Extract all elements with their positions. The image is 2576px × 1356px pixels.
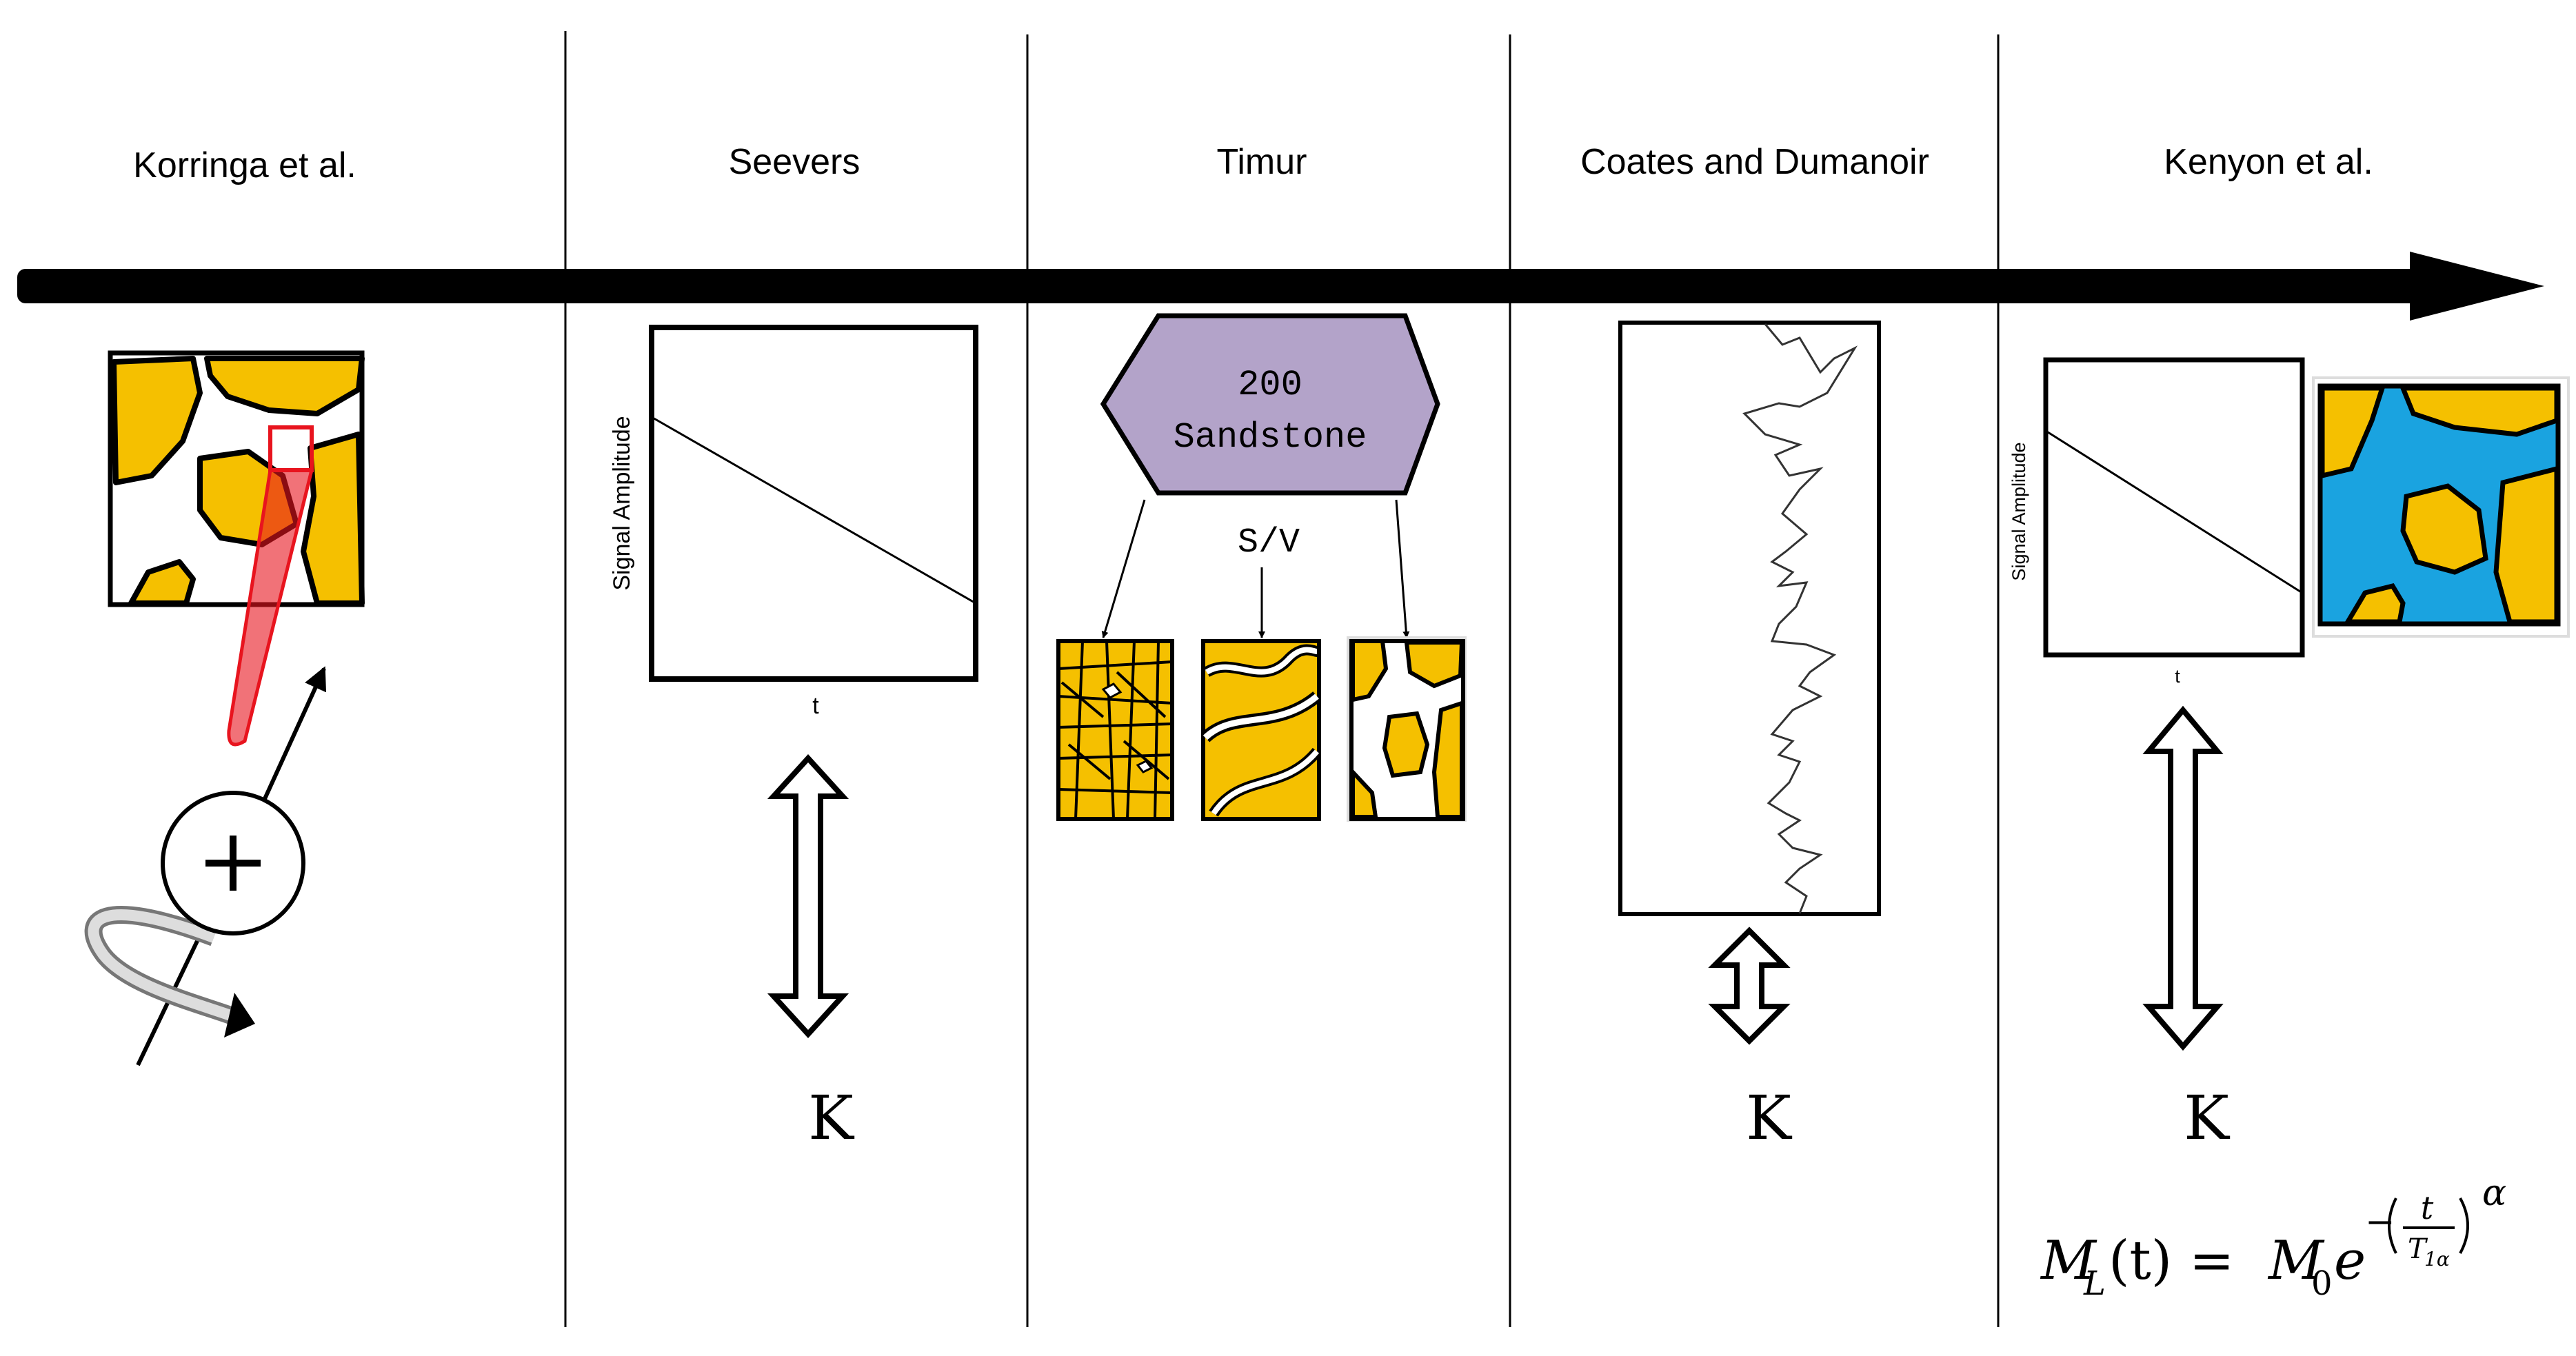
short-double-arrow-icon bbox=[1708, 927, 1791, 1045]
era-title-timur: Timur bbox=[1216, 142, 1307, 182]
eq-lhs-sub: L bbox=[2083, 1264, 2106, 1303]
nmr-log-track bbox=[1618, 321, 1881, 916]
hexagon-line-2: Sandstone bbox=[1174, 417, 1367, 458]
proton-spin-icon bbox=[84, 666, 327, 1066]
seevers-decay-plot: Signal Amplitude t bbox=[609, 325, 978, 719]
eq-power: α bbox=[2482, 1173, 2506, 1214]
arrow-left bbox=[1101, 499, 1146, 638]
kenyon-decay-plot: Signal Amplitude t bbox=[2009, 357, 2305, 687]
x-axis-label: t bbox=[812, 693, 819, 719]
coates-panel bbox=[1618, 321, 1881, 1045]
coarse-grain-sample bbox=[1347, 636, 1467, 822]
korringa-panel bbox=[84, 350, 365, 1066]
timeline-arrow bbox=[17, 252, 2544, 321]
era-title-kenyon: Kenyon et al. bbox=[2164, 142, 2373, 182]
magnification-beam bbox=[227, 468, 314, 747]
double-arrow-icon bbox=[2142, 705, 2224, 1051]
era-title-korringa: Korringa et al. bbox=[133, 145, 356, 185]
medium-grain-sample bbox=[1200, 639, 1322, 821]
eq-rhs-m: M bbox=[2267, 1230, 2325, 1292]
seevers-panel: Signal Amplitude t bbox=[609, 325, 978, 1038]
eq-frac-den: T bbox=[2408, 1233, 2428, 1265]
eq-frac-den-sub: 1α bbox=[2424, 1248, 2450, 1271]
era-title-seevers: Seevers bbox=[728, 142, 861, 182]
eq-lhs-arg: (t) = bbox=[2109, 1230, 2234, 1292]
era-separators bbox=[564, 31, 2000, 1327]
y-axis-label: Signal Amplitude bbox=[2009, 442, 2029, 580]
hexagon-line-1: 200 bbox=[1238, 365, 1302, 405]
korringa-pore-image bbox=[108, 350, 365, 607]
permeability-label-seevers: K bbox=[808, 1082, 854, 1153]
y-axis-label: Signal Amplitude bbox=[609, 416, 635, 590]
fine-grain-sample bbox=[1056, 639, 1174, 821]
permeability-label-coates: K bbox=[1746, 1082, 1791, 1153]
timur-panel: 200 Sandstone S/V bbox=[1056, 313, 1467, 822]
double-arrow-icon bbox=[767, 754, 849, 1038]
water-saturated-pore-image bbox=[2312, 376, 2570, 638]
eq-frac-num: t bbox=[2421, 1189, 2434, 1226]
arrow-right bbox=[1395, 499, 1410, 638]
x-axis-label: t bbox=[2175, 666, 2180, 687]
sv-label: S/V bbox=[1238, 523, 1300, 563]
era-title-coates: Coates and Dumanoir bbox=[1580, 142, 1929, 182]
permeability-label-kenyon: K bbox=[2184, 1082, 2229, 1153]
kenyon-panel: Signal Amplitude t M L (t) = M bbox=[2009, 357, 2570, 1303]
eq-lhs-m: M bbox=[2040, 1230, 2097, 1292]
eq-e: e bbox=[2334, 1230, 2366, 1292]
stretched-exponential-equation: M L (t) = M 0 e − t T 1α α bbox=[2040, 1173, 2506, 1303]
log-curve bbox=[1742, 323, 1858, 914]
sandstone-hexagon bbox=[1100, 313, 1440, 496]
eq-rhs-sub: 0 bbox=[2311, 1264, 2333, 1303]
